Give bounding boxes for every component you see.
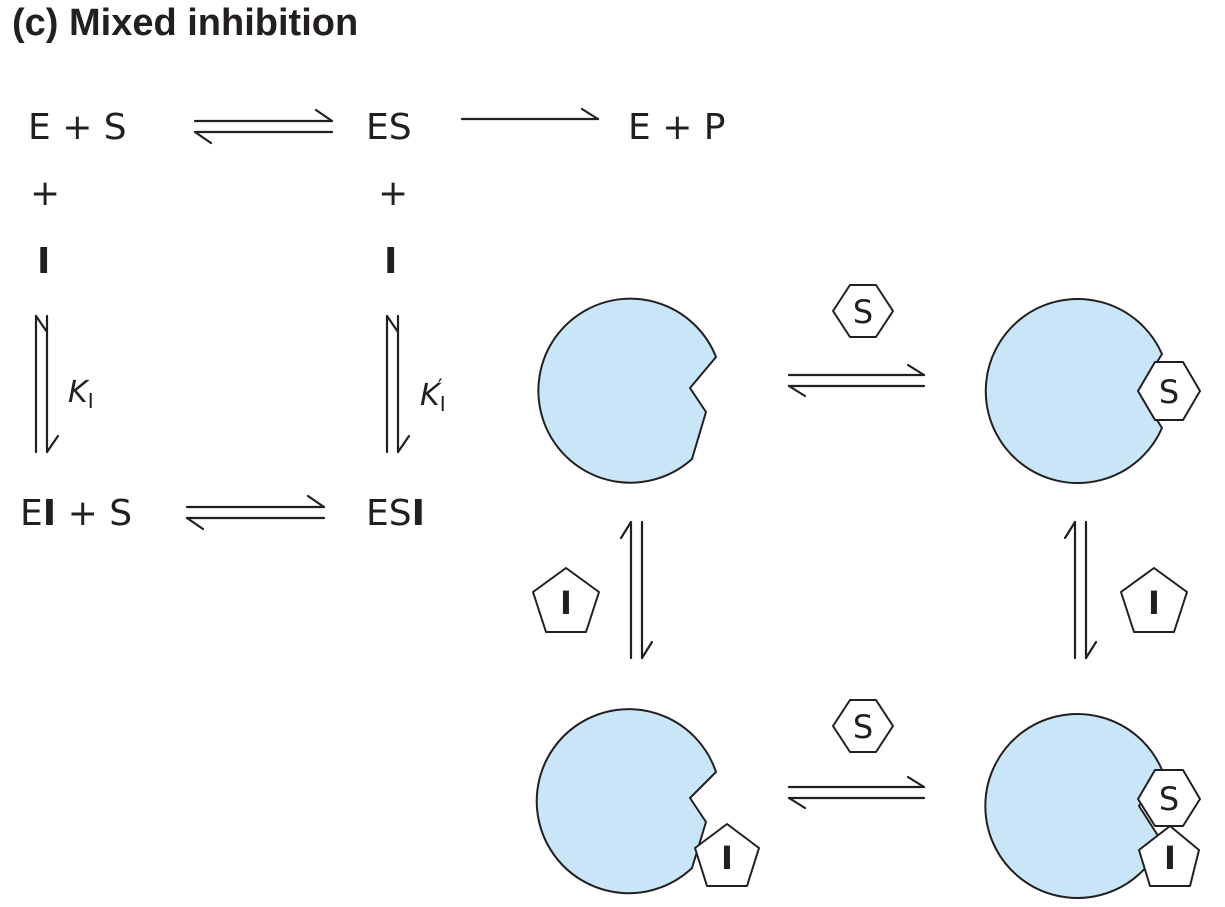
- substrate-label-bound-esi: S: [1159, 780, 1179, 818]
- substrate-label-bottom: S: [853, 708, 873, 746]
- equilibrium-arrow-es-esi: [385, 314, 411, 454]
- inhibitor-label-bound-ei: I: [721, 839, 733, 877]
- inhibitor-pentagon-left: [532, 567, 600, 633]
- equilibrium-arrow-e-ei-cartoon: [619, 520, 654, 660]
- equilibrium-arrow-ei-esi: [185, 494, 326, 531]
- inhibitor-label-left: I: [37, 241, 51, 282]
- plus-sign-left: +: [30, 173, 61, 214]
- forward-arrow-es-ep: [460, 107, 600, 121]
- substrate-hexagon-bound-esi: [1137, 769, 1201, 827]
- inhibitor-pentagon-bound-esi: [1138, 825, 1200, 887]
- equilibrium-arrow-ei-esi-cartoon: [787, 775, 926, 810]
- inhibitor-label-pentagon-left: I: [560, 584, 572, 622]
- ei-plus-s-label: EI + S: [20, 493, 133, 534]
- enzyme-with-substrate-and-inhibitor: [984, 713, 1163, 899]
- inhibitor-label-right: I: [384, 241, 398, 282]
- equilibrium-arrow-e-ei: [34, 314, 60, 454]
- ki-constant: KI: [68, 375, 94, 413]
- substrate-hexagon-top: [832, 284, 894, 338]
- inhibitor-label-pentagon-right: I: [1148, 584, 1160, 622]
- substrate-label-bound-es: S: [1159, 373, 1179, 411]
- enzyme-free: [537, 297, 717, 484]
- enzyme-with-inhibitor: [535, 708, 717, 895]
- inhibitor-pentagon-right: [1120, 567, 1188, 633]
- equilibrium-arrow-e-es-cartoon: [787, 363, 926, 398]
- inhibitor-pentagon-bound-ei: [694, 823, 760, 887]
- esi-label: ESI: [366, 493, 426, 534]
- substrate-label-top: S: [853, 293, 873, 331]
- e-plus-p-label: E + P: [628, 107, 726, 148]
- e-plus-s-label: E + S: [28, 107, 127, 148]
- figure-title: (c) Mixed inhibition: [12, 2, 359, 44]
- ki-prime-constant: KI′: [420, 376, 446, 416]
- substrate-hexagon-bottom: [832, 699, 894, 753]
- substrate-hexagon-bound-es: [1137, 361, 1201, 421]
- plus-sign-right: +: [378, 173, 409, 214]
- inhibitor-label-bound-esi: I: [1164, 839, 1176, 877]
- equilibrium-arrow-e-es: [193, 108, 334, 145]
- enzyme-with-substrate: [984, 298, 1163, 484]
- es-label: ES: [366, 107, 412, 148]
- equilibrium-arrow-es-esi-cartoon: [1063, 520, 1098, 660]
